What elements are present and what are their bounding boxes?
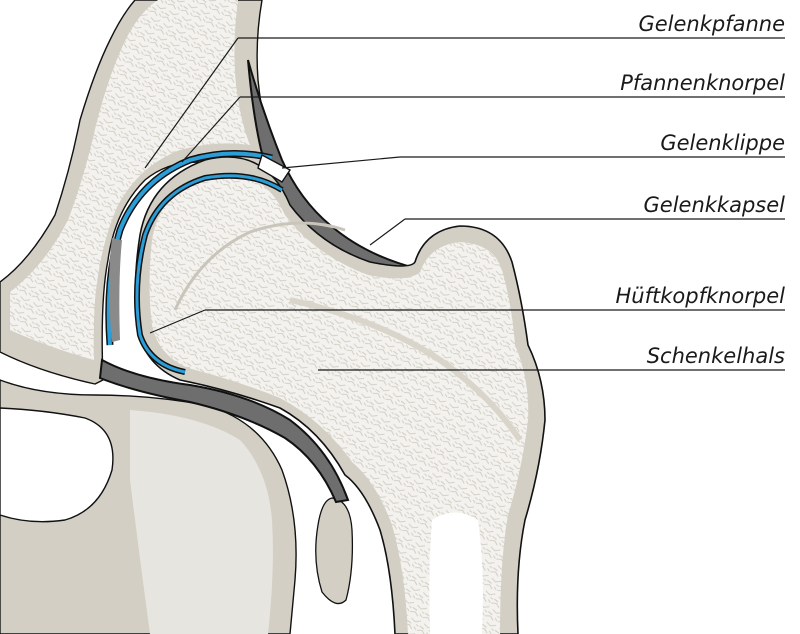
leader-hueftkopfknorpel — [149, 309, 206, 334]
label-pfannenknorpel: Pfannenknorpel — [620, 71, 785, 95]
label-gelenklippe: Gelenklippe — [660, 131, 785, 155]
joint-capsule-lower — [98, 358, 350, 504]
leader-gelenklippe — [281, 156, 401, 169]
femoral-head — [149, 173, 529, 634]
obturator-foramen — [0, 407, 114, 523]
label-schenkelhals: Schenkelhals — [647, 344, 785, 368]
pelvis-lower-inner — [130, 410, 273, 634]
label-gelenkkapsel: Gelenkkapsel — [644, 193, 786, 217]
epiphyseal-line — [173, 221, 346, 311]
label-gelenkpfanne: Gelenkpfanne — [638, 12, 785, 36]
pelvis-spongy-bone — [10, 0, 250, 360]
lesser-trochanter — [315, 497, 354, 605]
leader-gelenkpfanne — [144, 37, 239, 169]
femoral-head-cartilage-blue — [135, 174, 283, 374]
labrum — [257, 153, 292, 183]
medullary-cavity — [429, 512, 483, 634]
label-hueftkopfknorpel: Hüftkopfknorpel — [616, 284, 786, 308]
trabecular-line — [289, 297, 523, 442]
leader-pfannenknorpel — [181, 96, 241, 163]
joint-space — [109, 238, 122, 342]
leader-gelenkkapsel — [369, 218, 406, 246]
